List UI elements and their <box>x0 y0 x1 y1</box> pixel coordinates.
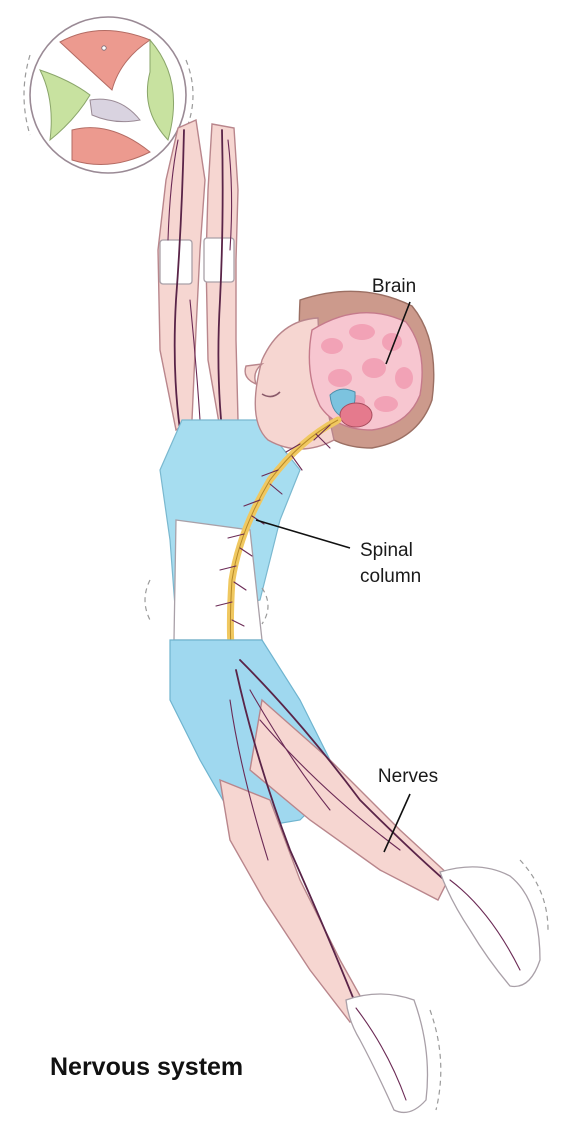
spinal-label-line2: column <box>360 566 421 587</box>
right-wristband <box>204 238 234 282</box>
brain-label: Brain <box>372 276 416 297</box>
spinal-label-line1: Spinal <box>360 540 413 561</box>
brain <box>309 313 422 430</box>
left-wristband <box>160 240 192 284</box>
diagram-title: Nervous system <box>50 1053 243 1081</box>
nerves-label: Nerves <box>378 766 438 787</box>
volleyball <box>24 17 193 173</box>
arms <box>158 120 238 440</box>
